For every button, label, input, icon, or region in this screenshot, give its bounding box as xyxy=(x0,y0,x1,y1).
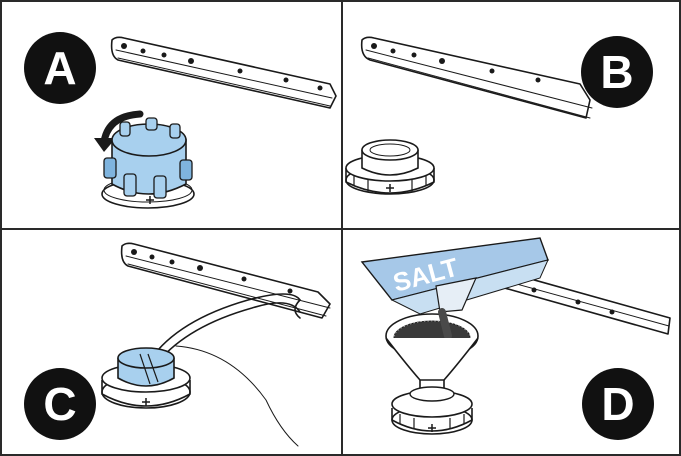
spray-arm xyxy=(360,36,593,119)
step-label-a: A xyxy=(43,42,76,94)
step-badge-b: B xyxy=(581,36,653,108)
spray-arm xyxy=(110,36,337,109)
panel-d: SALT D xyxy=(360,237,671,440)
salt-funnel xyxy=(385,308,479,392)
salt-reservoir-base xyxy=(391,386,473,435)
step-label-c: C xyxy=(43,378,76,430)
step-label-d: D xyxy=(601,378,634,430)
water-hose-lines xyxy=(149,293,301,447)
salt-box: SALT xyxy=(360,237,549,315)
step-label-b: B xyxy=(600,46,633,98)
step-badge-c: C xyxy=(24,368,96,440)
rotate-arrow-icon xyxy=(94,110,144,152)
salt-reservoir-filling xyxy=(101,347,191,409)
salt-reservoir-opening xyxy=(345,139,435,195)
spray-arm xyxy=(120,242,331,319)
step-badge-d: D xyxy=(582,368,654,440)
step-badge-a: A xyxy=(24,32,96,104)
salt-container-cap xyxy=(101,117,195,209)
panel-c: C xyxy=(24,242,331,447)
panel-a: A xyxy=(24,32,337,209)
panel-b: B xyxy=(345,36,653,195)
